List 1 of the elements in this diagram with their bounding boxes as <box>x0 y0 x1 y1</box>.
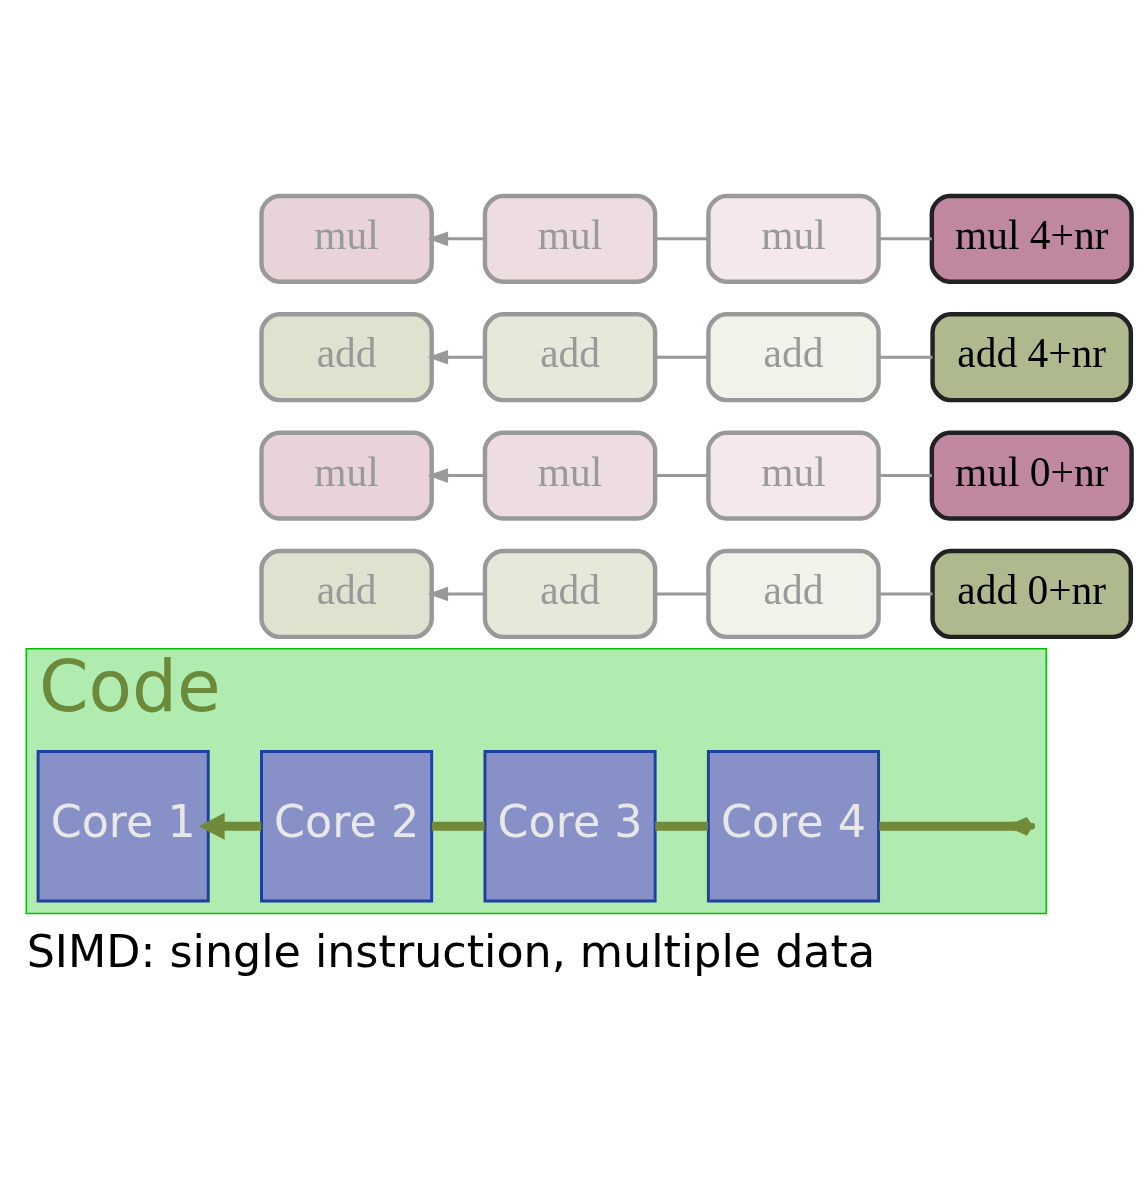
caption: SIMD: single instruction, multiple data <box>26 925 876 977</box>
